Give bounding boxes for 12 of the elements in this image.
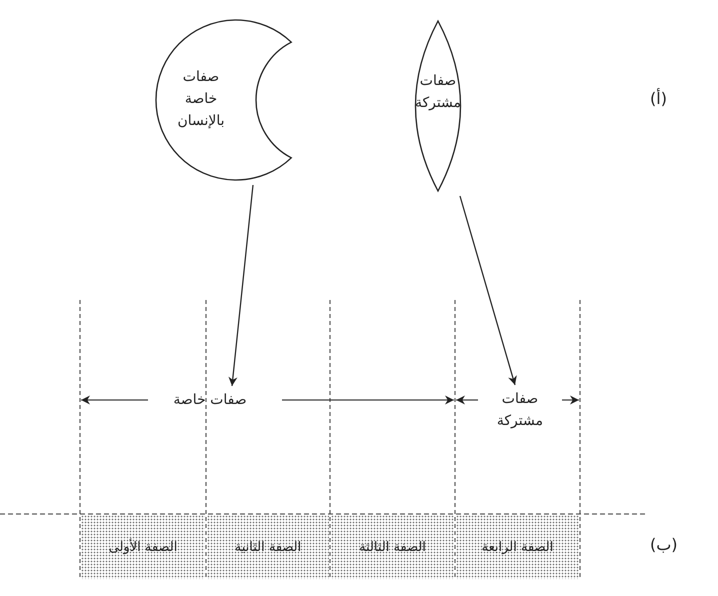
table-cell: الصفة الثالثة — [331, 515, 454, 579]
shape-label: صفات مشتركة — [414, 72, 462, 113]
table-cell: الصفة الأولى — [81, 515, 205, 579]
dimension-label: صفات مشتركة — [497, 388, 543, 432]
dimension-label: صفات خاصة — [170, 389, 250, 411]
table-cell: الصفة الثانية — [207, 515, 329, 579]
part-label: (أ) — [650, 88, 667, 110]
arrow — [459, 196, 517, 386]
arrow — [228, 184, 254, 386]
table-cell: الصفة الرابعة — [456, 515, 579, 579]
part-label: (ب) — [650, 534, 678, 556]
shape-label: صفات خاصة بالإنسان — [176, 68, 226, 131]
